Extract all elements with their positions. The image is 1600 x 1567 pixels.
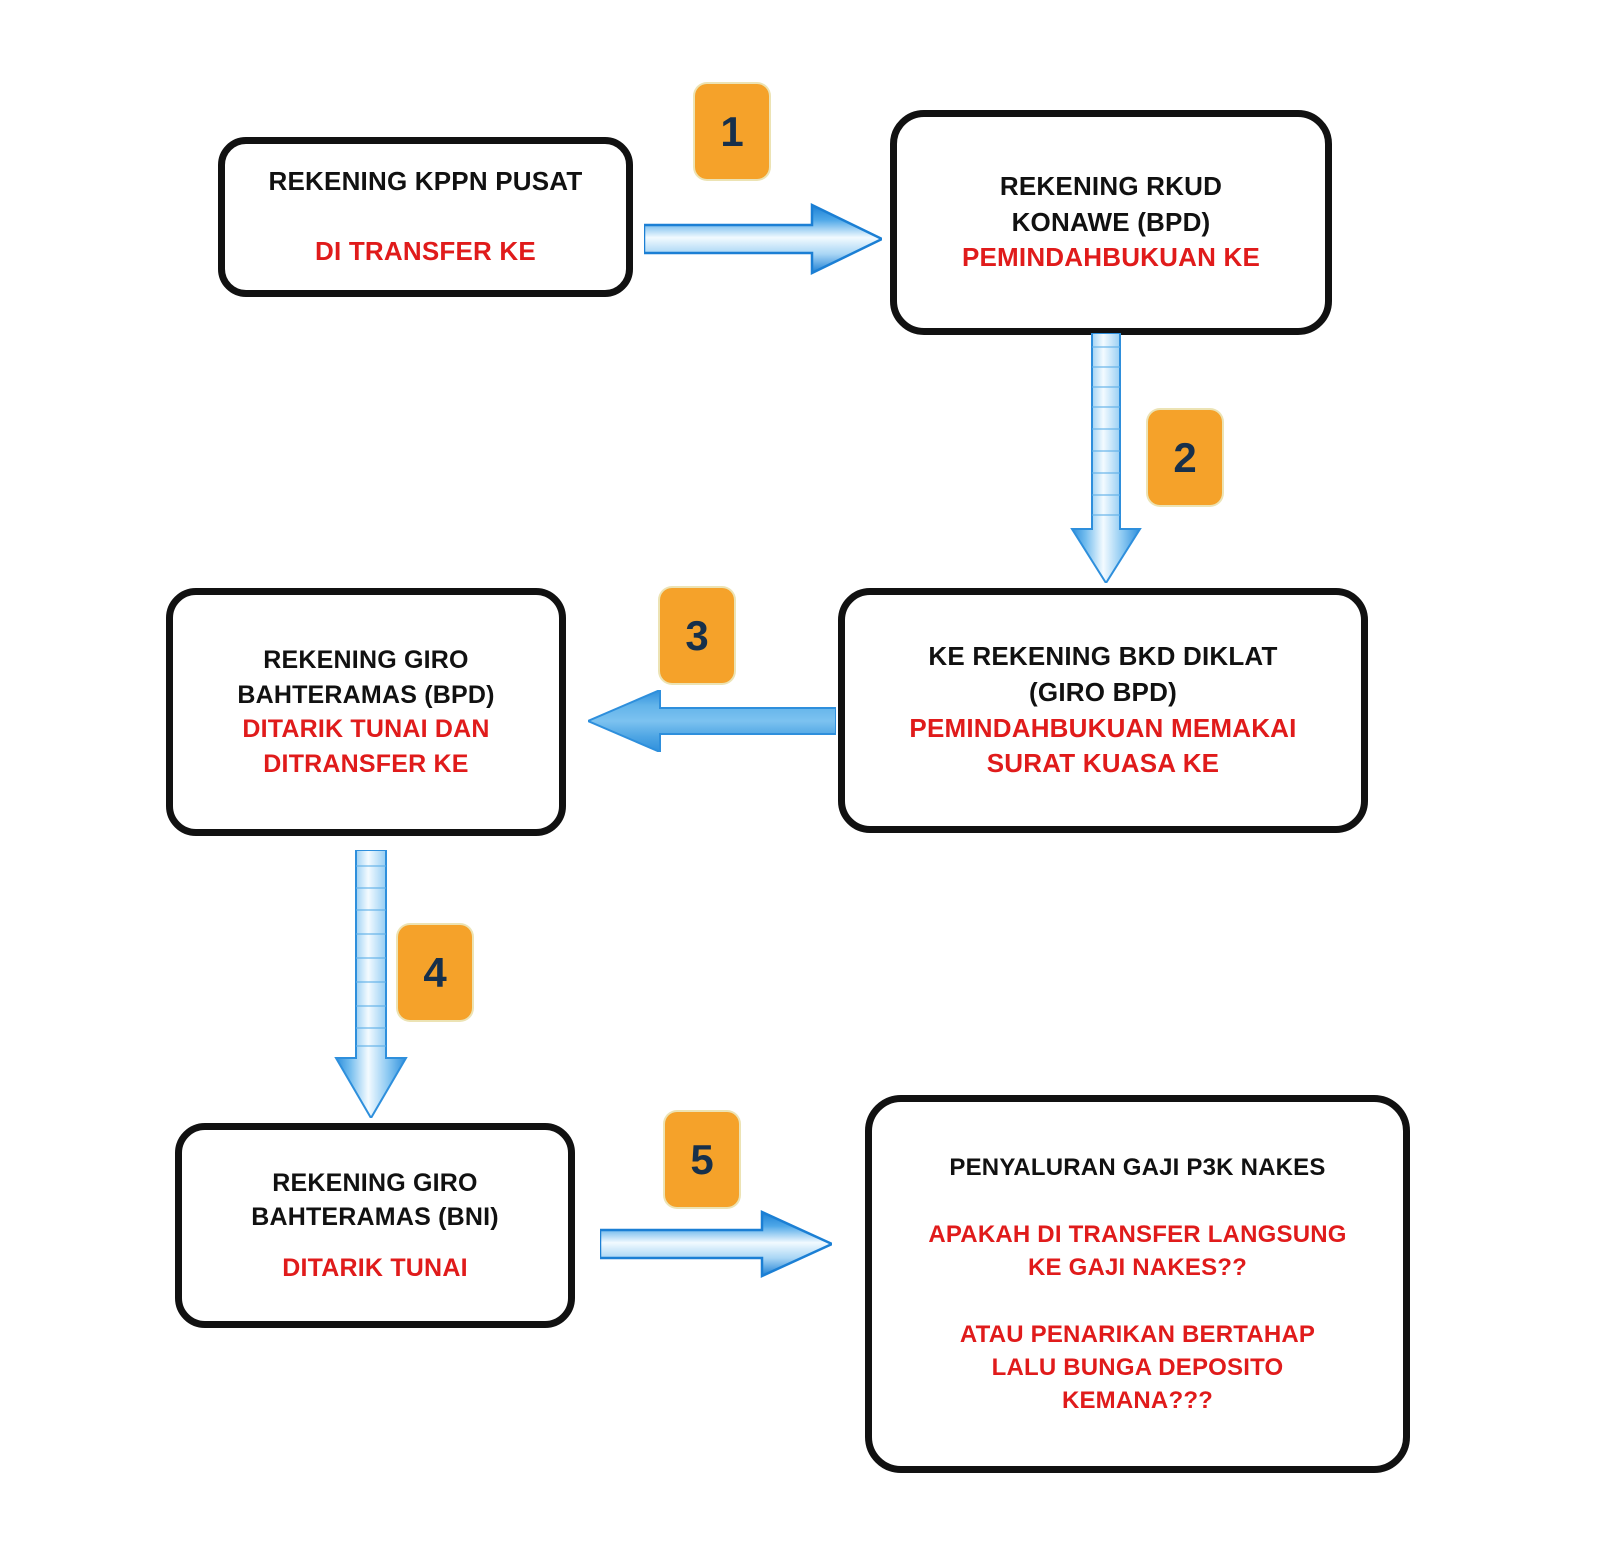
step-badge-2[interactable]: 2 [1148, 410, 1222, 505]
node-penyaluran-gaji-line-3: ATAU PENARIKAN BERTAHAP [959, 1321, 1316, 1348]
node-giro-bahteramas-bpd-line-2: BAHTERAMAS (BPD) [237, 680, 495, 709]
node-penyaluran-gaji-title: PENYALURAN GAJI P3K NAKES [949, 1153, 1326, 1181]
node-kppn-pusat-line-1: REKENING KPPN PUSAT [268, 166, 583, 197]
node-kppn-pusat-line-2: DI TRANSFER KE [315, 236, 536, 266]
step-badge-4[interactable]: 4 [398, 925, 472, 1020]
node-rkud-konawe-line-3: PEMINDAHBUKUAN KE [961, 242, 1261, 273]
node-penyaluran-gaji-line-4: LALU BUNGA DEPOSITO [991, 1354, 1284, 1382]
node-penyaluran-gaji-line-1: APAKAH DI TRANSFER LANGSUNG [928, 1220, 1347, 1248]
node-rkud-konawe-line-2: KONAWE (BPD) [1011, 206, 1211, 237]
node-penyaluran-gaji[interactable]: PENYALURAN GAJI P3K NAKES APAKAH DI TRAN… [865, 1095, 1410, 1473]
node-giro-bahteramas-bni-line-1: REKENING GIRO [272, 1168, 478, 1197]
node-penyaluran-gaji-line-2: KE GAJI NAKES?? [1027, 1253, 1248, 1281]
node-bkd-diklat-line-1: KE REKENING BKD DIKLAT [928, 640, 1278, 671]
node-bkd-diklat[interactable]: KE REKENING BKD DIKLAT (GIRO BPD) PEMIND… [838, 588, 1368, 833]
node-giro-bahteramas-bpd-line-3: DITARIK TUNAI DAN [242, 715, 490, 743]
arrow-step-3-left [588, 690, 836, 752]
node-kppn-pusat[interactable]: REKENING KPPN PUSAT DI TRANSFER KE [218, 137, 633, 297]
step-badge-5[interactable]: 5 [665, 1112, 739, 1207]
arrow-step-4-down [334, 850, 408, 1118]
arrow-step-2-down [1070, 333, 1142, 583]
step-badge-1[interactable]: 1 [695, 84, 769, 179]
node-bkd-diklat-line-4: SURAT KUASA KE [986, 748, 1220, 779]
node-penyaluran-gaji-line-5: KEMANA??? [1061, 1387, 1214, 1415]
arrow-step-1-right [644, 203, 882, 275]
node-rkud-konawe[interactable]: REKENING RKUD KONAWE (BPD) PEMINDAHBUKUA… [890, 110, 1332, 335]
node-giro-bahteramas-bni[interactable]: REKENING GIRO BAHTERAMAS (BNI) DITARIK T… [175, 1123, 575, 1328]
node-giro-bahteramas-bpd[interactable]: REKENING GIRO BAHTERAMAS (BPD) DITARIK T… [166, 588, 566, 836]
node-giro-bahteramas-bpd-line-1: REKENING GIRO [263, 646, 469, 674]
node-giro-bahteramas-bpd-line-4: DITRANSFER KE [263, 749, 469, 778]
step-badge-1-number: 1 [720, 107, 744, 155]
node-rkud-konawe-line-1: REKENING RKUD [999, 170, 1223, 201]
node-bkd-diklat-line-3: PEMINDAHBUKUAN MEMAKAI [909, 712, 1297, 743]
node-giro-bahteramas-bni-line-3: DITARIK TUNAI [282, 1253, 468, 1282]
step-badge-3-number: 3 [685, 611, 709, 659]
step-badge-4-number: 4 [423, 948, 447, 996]
arrow-step-5-right [600, 1210, 832, 1278]
step-badge-2-number: 2 [1173, 433, 1197, 481]
step-badge-3[interactable]: 3 [660, 588, 734, 683]
node-giro-bahteramas-bni-line-2: BAHTERAMAS (BNI) [251, 1203, 499, 1232]
node-bkd-diklat-line-2: (GIRO BPD) [1029, 676, 1177, 707]
step-badge-5-number: 5 [690, 1135, 714, 1183]
